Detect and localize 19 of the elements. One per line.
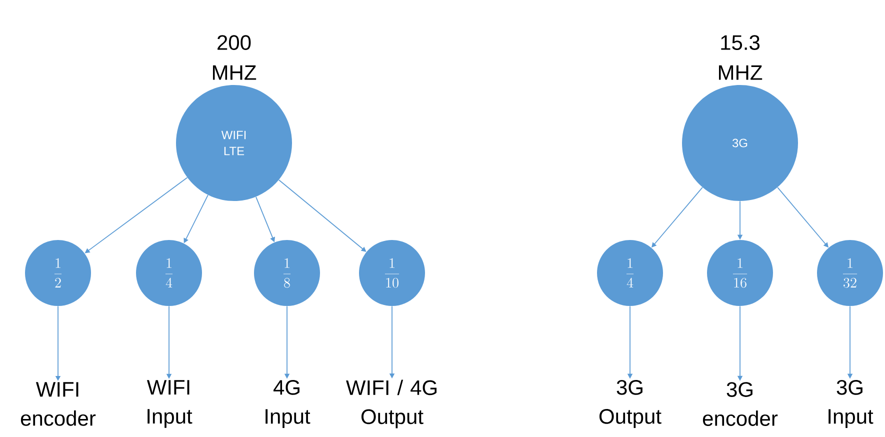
output-label: 3G Input xyxy=(828,380,874,428)
output-label: WIFI / 4G Output xyxy=(346,380,437,428)
output-label: WIFI Input xyxy=(146,380,192,428)
output-label: WIFI encoder xyxy=(20,382,96,426)
circle-node: $\frac{1}{10}$ xyxy=(359,240,425,306)
output-label: 3G encoder xyxy=(702,382,778,426)
circle-node: $\frac{1}{16}$ xyxy=(707,240,773,306)
circle-node: $\frac{1}{4}$ xyxy=(136,240,202,306)
circle-node: $\frac{1}{8}$ xyxy=(254,240,320,306)
arrow xyxy=(278,180,366,252)
output-label: 4G Input xyxy=(266,380,310,428)
circle-node: WIFI LTE xyxy=(176,85,292,201)
circle-node: $\frac{1}{2}$ xyxy=(25,240,91,306)
circle-node: 3G xyxy=(682,85,798,201)
heading: 200 MHZ xyxy=(213,35,256,80)
circle-node: $\frac{1}{4}$ xyxy=(597,240,663,306)
output-label: 3G Output xyxy=(599,380,662,428)
heading: 15.3 MHZ xyxy=(719,35,762,80)
circle-node: $\frac{1}{32}$ xyxy=(817,240,883,306)
